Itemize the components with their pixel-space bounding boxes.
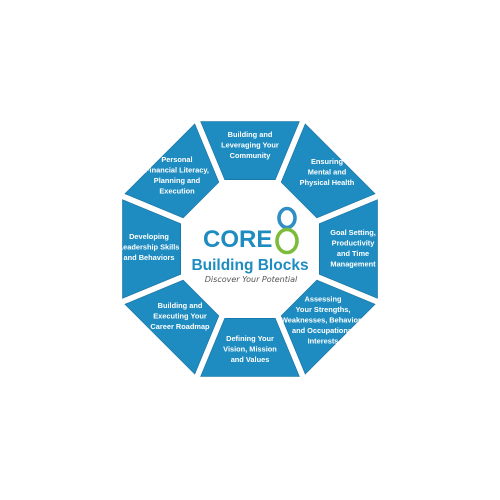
subtitle: Building Blocks <box>191 257 308 274</box>
segment-label-line: Planning and <box>154 176 201 185</box>
segment-label-line: Mental and <box>308 168 347 177</box>
segment-label-line: and Occupational <box>292 326 354 335</box>
segment-label-line: Community <box>230 151 272 160</box>
segment-label-line: Building and <box>228 130 273 139</box>
segment-label-line: Interests <box>308 337 339 346</box>
segment-label-line: Financial Literacy, <box>145 165 209 174</box>
segment-label-line: Vision, Mission <box>223 345 277 354</box>
segment-label-line: Ensuring <box>311 157 344 166</box>
segment-label-line: Executing Your <box>153 312 207 321</box>
segment-label-line: and Behaviors <box>124 253 175 262</box>
segment-label-line: Execution <box>159 186 195 195</box>
segment-label-line: Productivity <box>332 238 376 247</box>
segment-label-line: Goal Setting, <box>330 228 376 237</box>
segment-label-line: and Time <box>337 249 369 258</box>
segment-goals <box>318 199 378 299</box>
segment-leadership <box>122 199 182 299</box>
segment-label-line: Leadership Skills <box>119 243 180 252</box>
segment-label-line: Assessing <box>305 295 342 304</box>
segment-label-line: Defining Your <box>226 334 274 343</box>
tagline: Discover Your Potential <box>205 275 298 284</box>
segment-label-line: Career Roadmap <box>150 322 210 331</box>
segment-label-line: Weaknesses, Behaviors <box>281 316 365 325</box>
segment-label-line: Your Strengths, <box>296 305 351 314</box>
segment-vision <box>200 317 300 377</box>
segment-label-line: Management <box>330 259 376 268</box>
segment-financial <box>124 123 220 219</box>
segment-health <box>280 123 376 219</box>
segment-label-line: and Values <box>231 355 270 364</box>
segment-label-line: Developing <box>129 232 169 241</box>
center-logo: CORE 8 Building Blocks Discover Your Pot… <box>191 206 309 284</box>
segment-assessing <box>280 279 376 375</box>
segment-career <box>124 279 220 375</box>
segment-label-line: Leveraging Your <box>221 141 279 150</box>
numeral-eight-text: 8 <box>287 241 288 243</box>
segment-label-line: Personal <box>161 155 192 164</box>
segment-community <box>200 121 300 181</box>
numeral-eight-icon: 8 <box>275 206 299 255</box>
segment-label-line: Physical Health <box>300 178 355 187</box>
core-word: CORE <box>203 226 272 253</box>
segment-label-line: Building and <box>158 301 203 310</box>
